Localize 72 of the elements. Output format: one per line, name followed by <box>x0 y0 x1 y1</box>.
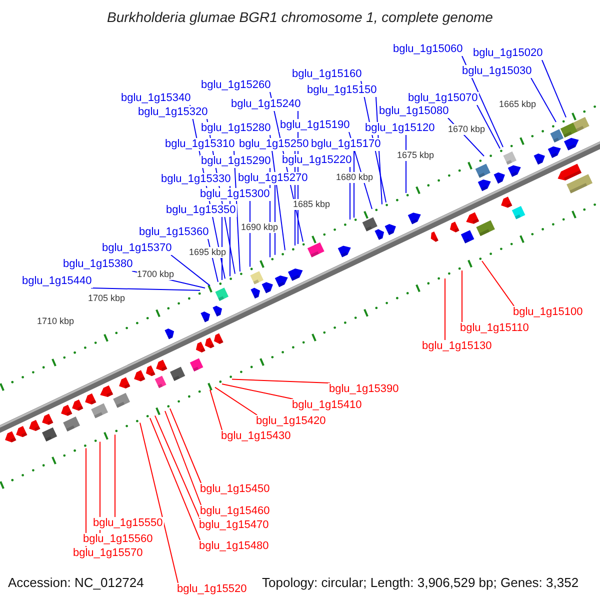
scale-label: 1705 kbp <box>88 293 126 304</box>
gene-label: bglu_1g15290 <box>200 155 272 168</box>
title: Burkholderia glumae BGR1 chromosome 1, complete genome <box>107 9 493 25</box>
gene-label: bglu_1g15160 <box>291 68 363 81</box>
gene-label: bglu_1g15220 <box>281 154 353 167</box>
gene-label: bglu_1g15280 <box>200 122 272 135</box>
gene-label: bglu_1g15430 <box>220 430 292 443</box>
leader-line <box>482 260 514 306</box>
scale-label: 1675 kbp <box>397 150 434 161</box>
gene-label: bglu_1g15170 <box>310 138 382 151</box>
leader-line <box>214 386 258 416</box>
gene-label: bglu_1g15060 <box>392 43 464 56</box>
leader-line <box>170 408 202 484</box>
gene-label: bglu_1g15350 <box>165 204 237 217</box>
scale-label: 1700 kbp <box>137 269 174 280</box>
gene-label: bglu_1g15110 <box>459 322 530 335</box>
scale-label: 1690 kbp <box>241 222 278 233</box>
gene-label: bglu_1g15310 <box>164 138 236 151</box>
leader-line <box>222 384 294 400</box>
leader-line <box>114 434 116 518</box>
gene-label: bglu_1g15330 <box>160 173 232 186</box>
leader-line <box>530 78 556 122</box>
gene-label: bglu_1g15470 <box>198 519 270 532</box>
gene-label: bglu_1g15270 <box>237 172 309 185</box>
gene-label: bglu_1g15130 <box>421 340 493 353</box>
gene-label: bglu_1g15570 <box>72 547 144 560</box>
gene-label: bglu_1g15020 <box>472 47 544 60</box>
leader-line <box>140 422 178 584</box>
leader-line <box>164 410 202 506</box>
leader-line <box>210 389 222 430</box>
gene-label: bglu_1g15150 <box>306 84 378 97</box>
gene-label: bglu_1g15300 <box>199 188 271 201</box>
gene-label: bglu_1g15100 <box>512 306 584 319</box>
leader-line <box>232 378 330 384</box>
footer-text: Accession: NC_012724 <box>8 575 144 590</box>
gene-label: bglu_1g15390 <box>328 383 400 396</box>
gene-label: bglu_1g15250 <box>238 138 310 151</box>
gene-label: bglu_1g15420 <box>255 415 327 428</box>
gene-label: bglu_1g15080 <box>378 105 450 118</box>
gene-label: bglu_1g15260 <box>200 79 272 92</box>
scale-label: 1665 kbp <box>499 99 536 110</box>
gene-label: bglu_1g15480 <box>198 540 270 553</box>
scale-label: 1670 kbp <box>448 124 486 135</box>
gene-label: bglu_1g15410 <box>291 399 363 412</box>
gene-label: bglu_1g15370 <box>101 242 173 255</box>
footer-text: Topology: circular; Length: 3,906,529 bp; Genes: 3,352 <box>262 575 579 590</box>
leader-line <box>542 60 566 118</box>
gene-label: bglu_1g15380 <box>62 258 134 271</box>
leader-line <box>476 104 500 149</box>
leader-line <box>154 415 200 520</box>
gene-label: bglu_1g15030 <box>461 65 533 78</box>
gene-label: bglu_1g15240 <box>230 98 302 111</box>
gene-label: bglu_1g15320 <box>137 106 209 119</box>
gene-label: bglu_1g15120 <box>364 122 436 135</box>
gene-label: bglu_1g15560 <box>82 533 154 546</box>
leader-line <box>90 288 200 291</box>
gene-label: bglu_1g15190 <box>279 119 351 132</box>
gene-label: bglu_1g15340 <box>120 92 192 105</box>
scale-label: 1685 kbp <box>293 199 330 210</box>
scale-label: 1710 kbp <box>37 316 74 327</box>
gene-label: bglu_1g15440 <box>21 275 93 288</box>
gene-label: bglu_1g15460 <box>199 505 271 518</box>
leader-line <box>170 254 210 286</box>
scale-label: 1680 kbp <box>336 172 374 183</box>
gene-label: bglu_1g15520 <box>176 583 248 596</box>
gene-label: bglu_1g15450 <box>199 483 271 496</box>
gene-label: bglu_1g15070 <box>407 92 479 105</box>
leader-line <box>150 418 200 540</box>
leader-line <box>444 278 446 340</box>
scale-label: 1695 kbp <box>189 247 226 258</box>
gene-label: bglu_1g15360 <box>138 226 210 239</box>
gene-label: bglu_1g15550 <box>92 517 164 530</box>
